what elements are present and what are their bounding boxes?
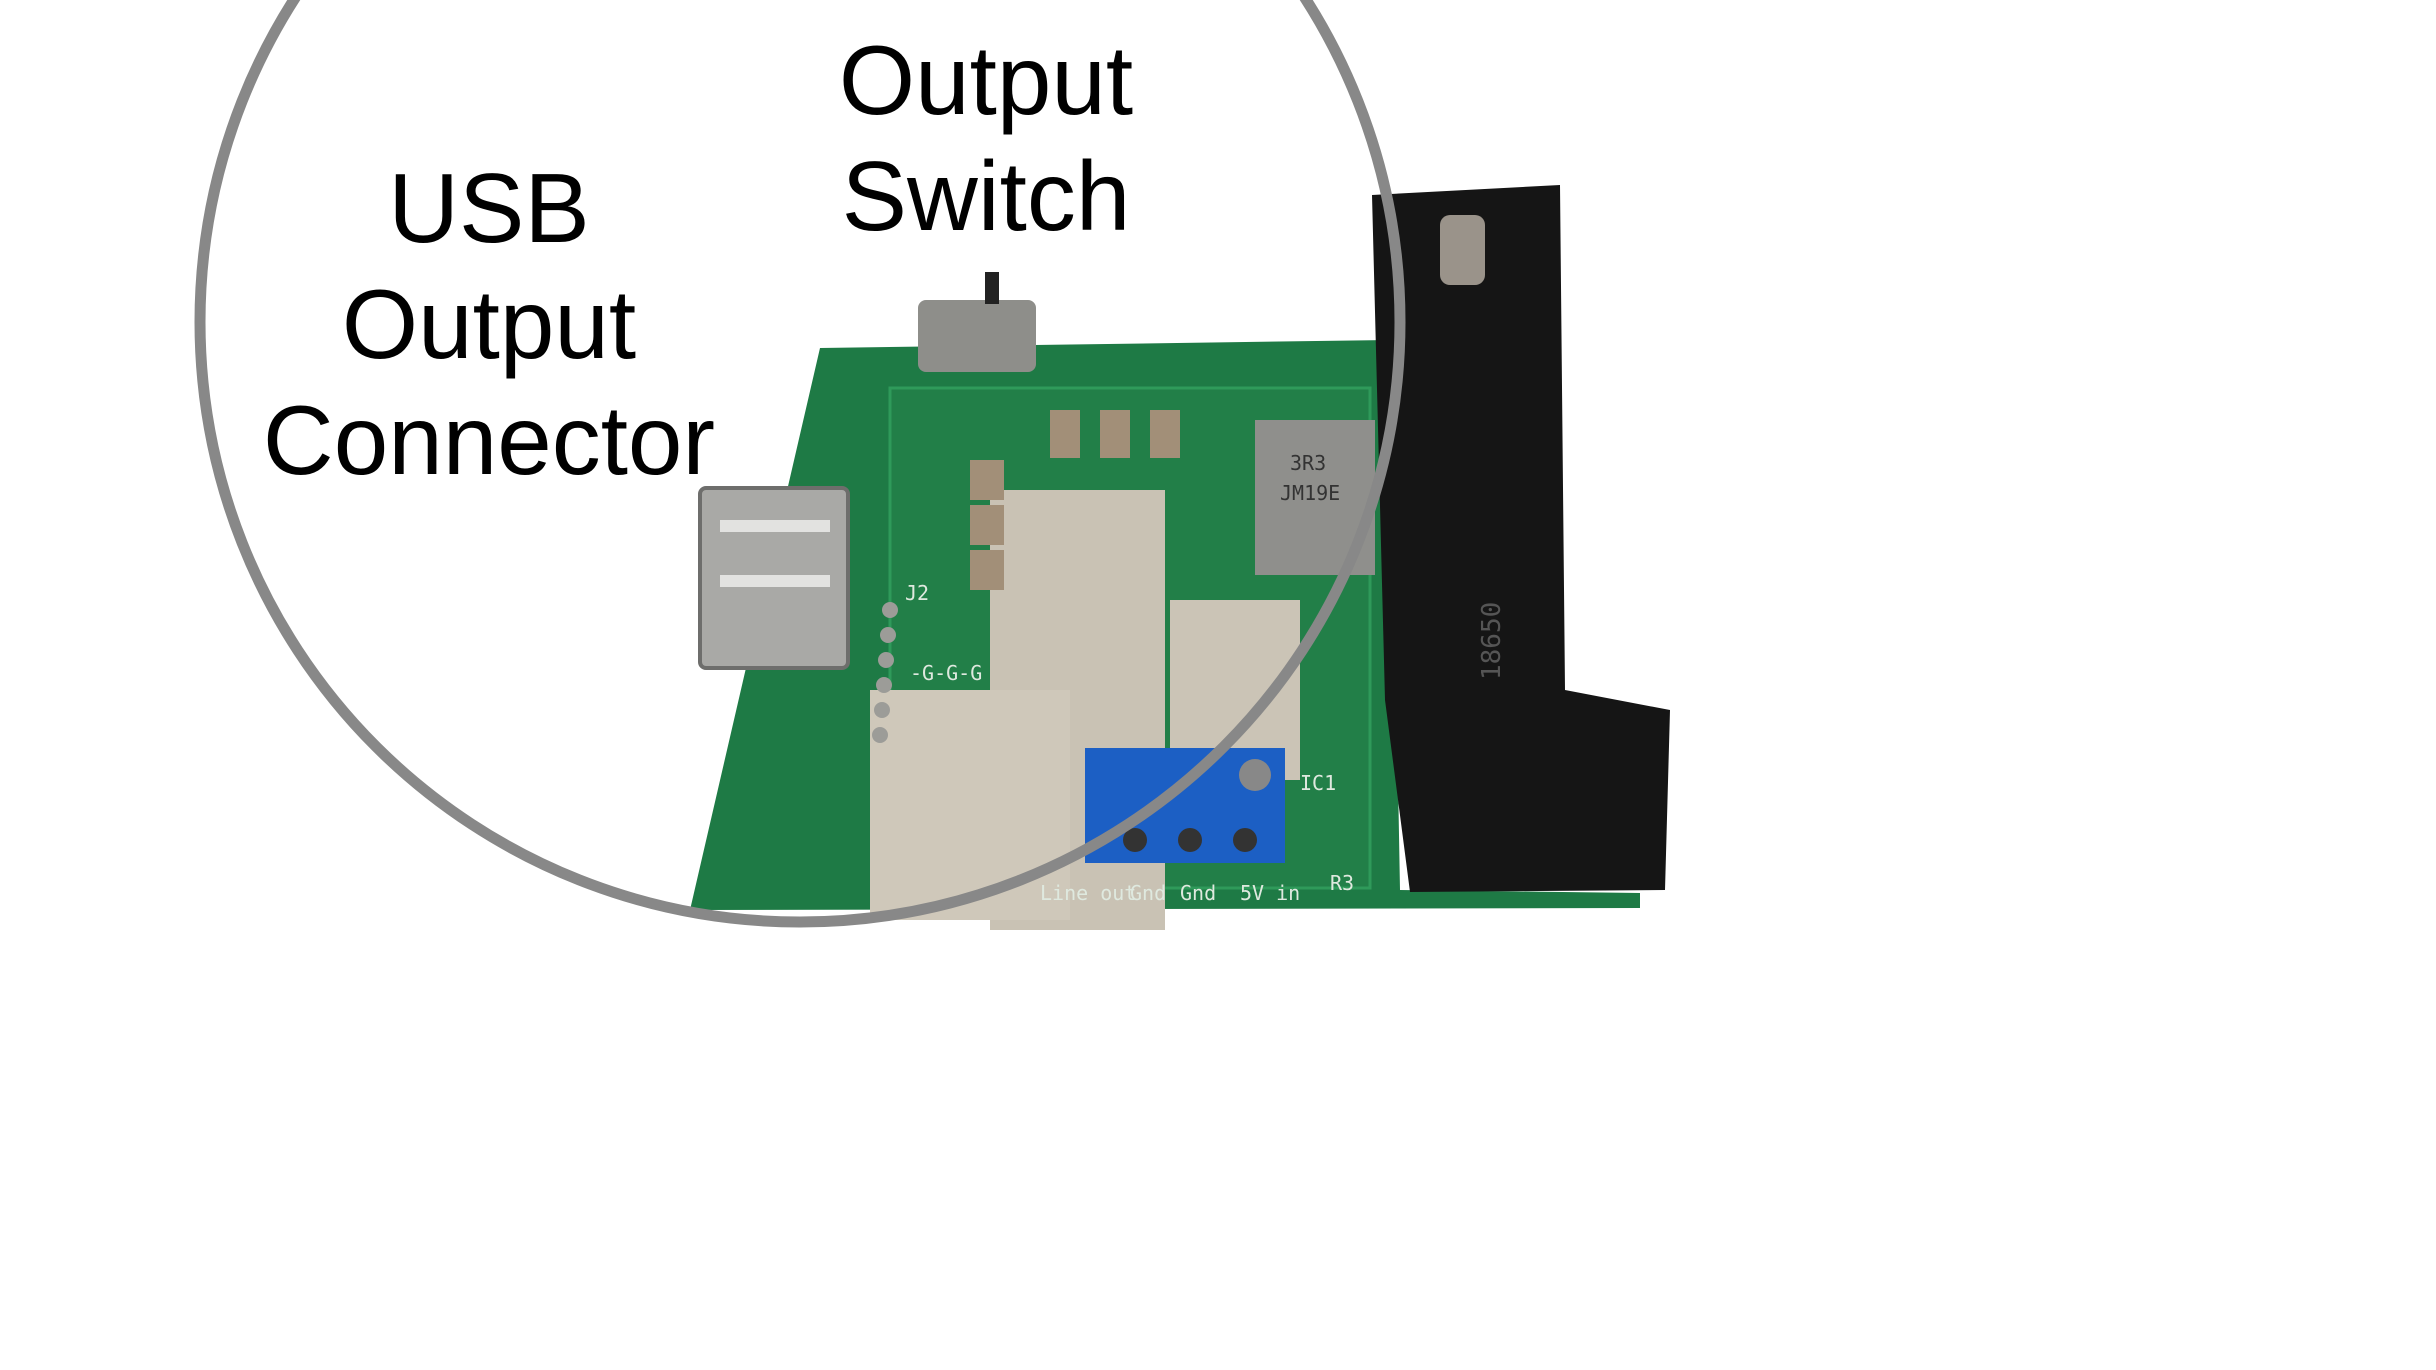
pin-header: [872, 602, 898, 743]
battery-holder: [1372, 185, 1670, 892]
usb-contact: [720, 520, 830, 532]
capacitors: [970, 410, 1180, 590]
terminal-label: Line out: [1040, 881, 1136, 905]
terminal-label: Gnd: [1130, 881, 1166, 905]
callout-line: Output: [341, 269, 637, 379]
terminal-label: Gnd: [1180, 881, 1216, 905]
connector-label: J2: [905, 581, 929, 605]
magnifier-ring: [194, 0, 1406, 928]
callout-line: USB: [388, 153, 590, 263]
output-switch: [918, 300, 1036, 372]
battery-label: 18650: [1477, 602, 1507, 680]
battery-contact: [1440, 215, 1485, 285]
terminal-label: 5V in: [1240, 881, 1300, 905]
copper-pad: [870, 690, 1070, 920]
terminal-screws: [1123, 759, 1271, 852]
resistor-label: R3: [1330, 871, 1354, 895]
ic-label: IC1: [1300, 771, 1336, 795]
callout-output-switch: Output Switch: [839, 22, 1133, 254]
callout-line: Output: [838, 25, 1134, 135]
callout-usb-output-connector: USB Output Connector: [263, 150, 715, 498]
callout-line: Connector: [262, 385, 716, 495]
header-label: -G-G-G: [910, 661, 982, 685]
inductor-label: JM19E: [1280, 481, 1340, 505]
callout-line: Switch: [841, 141, 1131, 251]
usb-contact: [720, 575, 830, 587]
switch-lever: [985, 272, 999, 304]
inductor-label: 3R3: [1290, 451, 1326, 475]
